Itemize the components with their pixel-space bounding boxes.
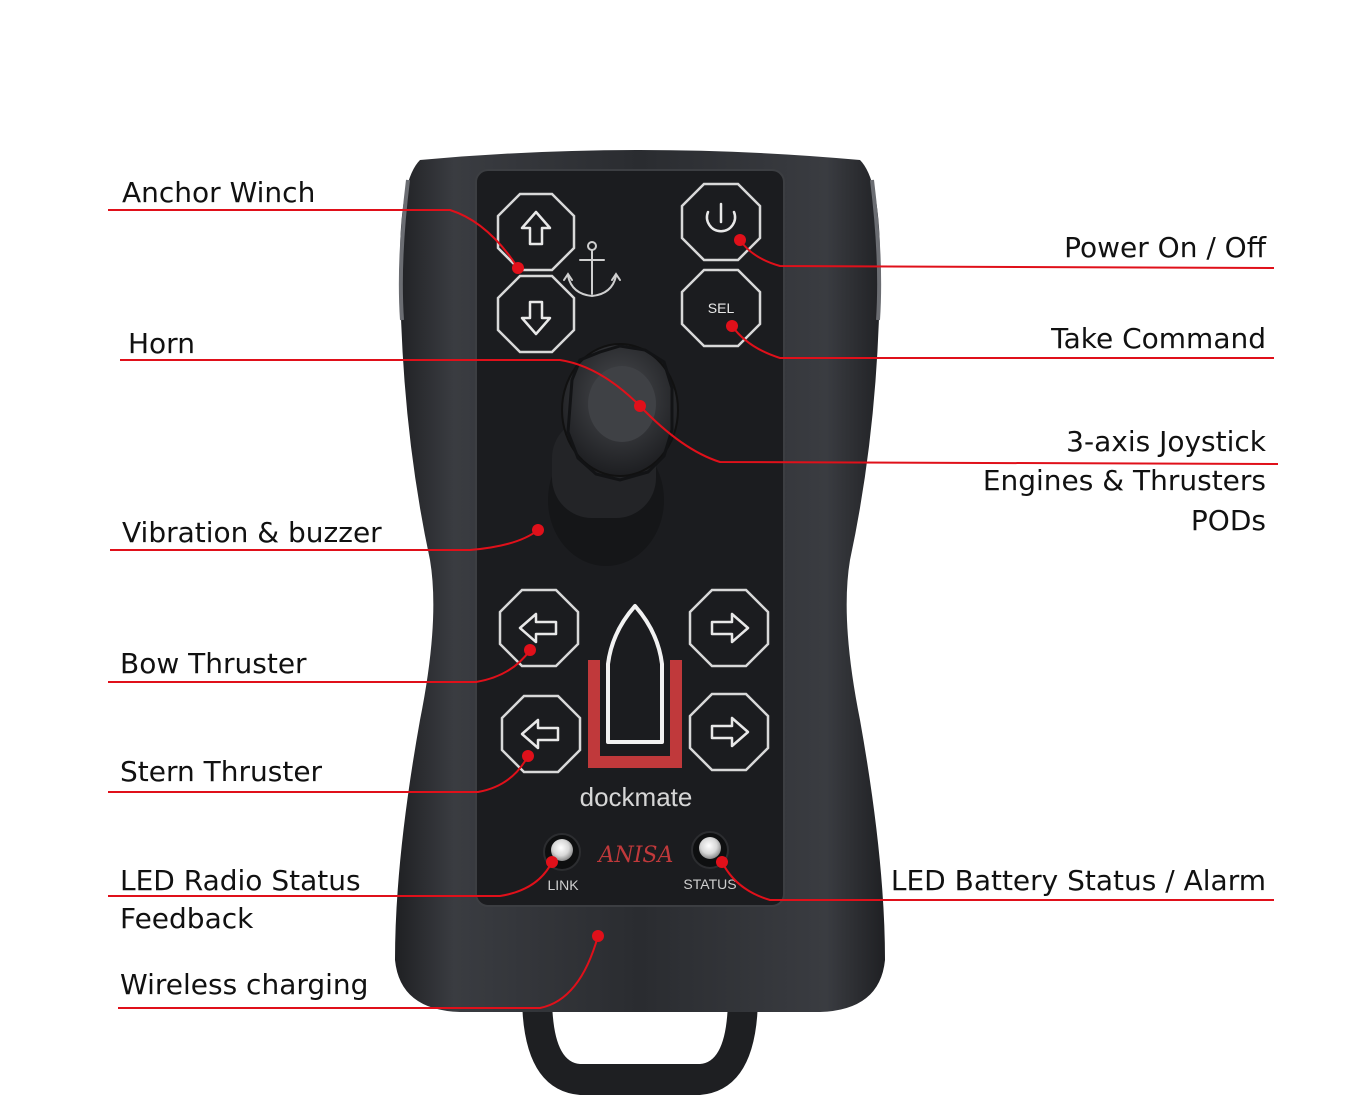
arrow-right-icon [710, 716, 750, 748]
label-led-radio-line1: LED Radio Status [120, 864, 361, 897]
label-led-radio-line2: Feedback [120, 902, 254, 935]
dot-led-radio [546, 856, 558, 868]
label-joystick-line2: Engines & Thrusters [982, 464, 1266, 497]
label-bow-thruster: Bow Thruster [120, 647, 307, 680]
joystick[interactable] [548, 343, 679, 566]
callout-line-joystick [639, 405, 1279, 465]
anchor-up-button[interactable] [496, 192, 576, 272]
dot-vibration [532, 524, 544, 536]
bow-left-button[interactable] [498, 588, 580, 668]
label-horn: Horn [128, 327, 195, 360]
callout-line-anchor-winch [108, 209, 519, 269]
select-button-label: SEL [708, 300, 735, 316]
arrow-down-icon [520, 300, 552, 336]
power-icon [705, 202, 737, 233]
select-button[interactable]: SEL [680, 268, 762, 348]
dot-led-battery [716, 856, 728, 868]
label-anchor-winch: Anchor Winch [122, 176, 316, 209]
arrow-left-icon [518, 612, 558, 644]
dockmate-logo [588, 604, 682, 768]
callout-line-led-radio [108, 861, 553, 897]
dot-horn [634, 400, 646, 412]
dot-wireless [592, 930, 604, 942]
callout-line-horn [120, 359, 641, 407]
led-link-label: LINK [547, 877, 579, 893]
label-stern-thruster: Stern Thruster [120, 755, 323, 788]
brand-name: dockmate [580, 782, 693, 812]
callout-line-stern-thruster [108, 755, 529, 793]
arrow-left-icon [520, 718, 560, 750]
label-vibration: Vibration & buzzer [122, 516, 382, 549]
label-power: Power On / Off [1064, 231, 1266, 264]
callout-line-led-battery [721, 861, 1274, 901]
dot-power [734, 234, 746, 246]
dot-take-command [726, 320, 738, 332]
led-status-label: STATUS [683, 876, 736, 892]
callout-line-bow-thruster [108, 649, 531, 683]
dot-anchor-winch [512, 262, 524, 274]
anchor-icon [563, 241, 621, 298]
arrow-up-icon [520, 210, 552, 246]
callout-line-wireless [118, 935, 599, 1009]
label-led-battery: LED Battery Status / Alarm [890, 864, 1266, 897]
callout-dots [512, 234, 746, 942]
label-joystick-line1: 3-axis Joystick [1066, 425, 1266, 458]
dot-stern-thruster [522, 750, 534, 762]
stern-left-button[interactable] [500, 694, 582, 774]
anchor-down-button[interactable] [496, 274, 576, 354]
anisa-logo: ANISA [597, 843, 674, 868]
label-wireless: Wireless charging [120, 968, 369, 1001]
label-take-command: Take Command [1051, 322, 1266, 355]
dot-bow-thruster [524, 644, 536, 656]
label-joystick-line3: PODs [1190, 504, 1266, 537]
arrow-right-icon [710, 612, 750, 644]
stern-right-button[interactable] [688, 692, 770, 772]
lanyard-loop [522, 995, 758, 1095]
bow-right-button[interactable] [688, 588, 770, 668]
